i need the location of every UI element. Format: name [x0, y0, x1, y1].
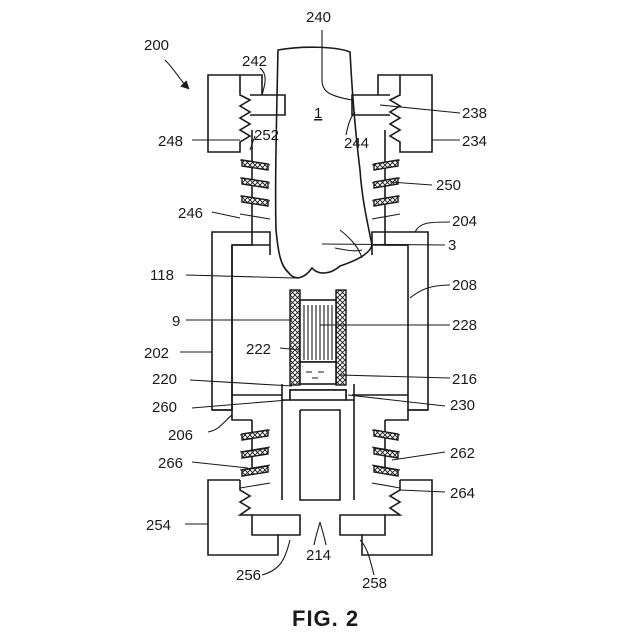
figure-caption: FIG. 2 — [292, 606, 359, 631]
label-214: 214 — [306, 547, 331, 564]
label-208: 208 — [452, 277, 477, 294]
label-246: 246 — [178, 205, 203, 222]
label-240: 240 — [306, 9, 331, 26]
label-228: 228 — [452, 317, 477, 334]
label-250: 250 — [436, 177, 461, 194]
label-204: 204 — [452, 213, 477, 230]
chuck-assembly — [282, 290, 354, 400]
label-118: 118 — [150, 267, 174, 284]
label-230: 230 — [450, 397, 475, 414]
label-9: 9 — [172, 313, 180, 330]
label-254: 254 — [146, 517, 171, 534]
label-202: 202 — [144, 345, 169, 362]
label-238: 238 — [462, 105, 487, 122]
label-220: 220 — [152, 371, 177, 388]
lower-threaded-sleeve — [240, 400, 400, 500]
label-264: 264 — [450, 485, 475, 502]
label-222: 222 — [246, 341, 271, 358]
label-260: 260 — [152, 399, 177, 416]
label-258: 258 — [362, 575, 387, 592]
label-266: 266 — [158, 455, 183, 472]
finger-outline — [276, 47, 372, 278]
label-200: 200 — [144, 37, 169, 54]
label-206: 206 — [168, 427, 193, 444]
label-216: 216 — [452, 371, 477, 388]
label-3: 3 — [448, 237, 456, 254]
label-256: 256 — [236, 567, 261, 584]
label-242: 242 — [242, 53, 267, 70]
label-234: 234 — [462, 133, 487, 150]
label-244: 244 — [344, 135, 369, 152]
label-262: 262 — [450, 445, 475, 462]
label-248: 248 — [158, 133, 183, 150]
label-1: 1 — [314, 105, 322, 122]
label-252: 252 — [254, 127, 279, 144]
upper-threaded-sleeve — [240, 130, 400, 255]
bottom-collar — [208, 480, 432, 555]
